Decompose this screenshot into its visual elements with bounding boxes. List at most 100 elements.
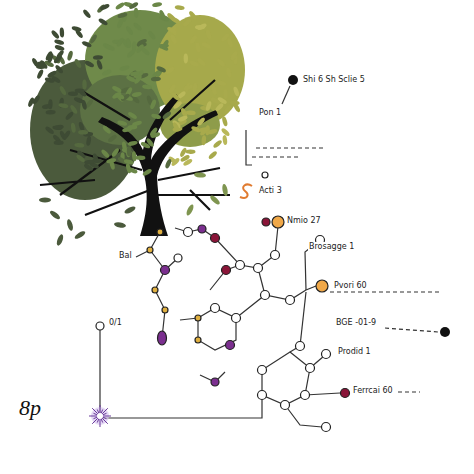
leaf: [158, 9, 166, 20]
leaf: [166, 26, 177, 35]
callout-label: Bal: [118, 251, 133, 261]
leaf: [89, 33, 98, 44]
leaf: [70, 123, 76, 134]
bond: [285, 405, 322, 427]
atom: [258, 366, 267, 375]
atom: [184, 228, 193, 237]
leaf: [74, 142, 84, 147]
ring: [198, 308, 236, 350]
callout-label: BGE -01-9: [335, 318, 377, 328]
atom: [341, 389, 350, 398]
leaf: [81, 99, 88, 110]
tree-canopy: [30, 10, 245, 200]
leaf: [147, 30, 157, 41]
dashed-line: [256, 147, 326, 148]
leaf: [165, 66, 175, 76]
leaf: [230, 100, 240, 105]
leaf: [164, 158, 172, 169]
atom: [211, 378, 219, 386]
leaf: [135, 43, 145, 54]
leaf: [84, 60, 95, 69]
leaf: [194, 172, 206, 178]
leaf: [183, 84, 194, 92]
leaf: [209, 194, 221, 206]
trunk: [98, 94, 218, 236]
leaf: [55, 49, 65, 60]
bond: [175, 226, 278, 268]
leaf: [82, 80, 87, 90]
atom: [306, 364, 315, 373]
leaf: [64, 111, 74, 121]
leaf: [126, 49, 136, 59]
atom: [174, 254, 182, 262]
atom: [301, 391, 310, 400]
leaf: [45, 110, 55, 115]
callout-label: 0/1: [108, 318, 123, 328]
leaf: [127, 167, 138, 175]
atom: [222, 266, 231, 275]
leaf: [111, 85, 122, 93]
bond: [300, 292, 306, 346]
leaf: [189, 60, 200, 68]
atom: [195, 315, 201, 321]
leaf: [195, 42, 202, 53]
bond: [236, 290, 306, 318]
leaf: [151, 113, 162, 120]
leaf: [134, 8, 139, 18]
leaf: [54, 44, 65, 52]
leaf: [189, 34, 198, 45]
burst-core: [97, 413, 103, 419]
leaf: [78, 130, 88, 135]
leaf: [54, 39, 65, 46]
leaf: [101, 69, 112, 77]
atom: [236, 261, 245, 270]
callout-label: Pvori 60: [333, 281, 368, 291]
leaf: [106, 157, 117, 164]
leaf: [131, 91, 142, 97]
leaf: [49, 209, 62, 220]
atoms: [96, 172, 350, 432]
leaf: [54, 64, 64, 74]
atom: [157, 229, 163, 235]
leaf: [119, 65, 130, 72]
atom: [162, 307, 168, 313]
callout-label: Shi 6 Sh Sclie 5: [302, 75, 366, 85]
leaf: [201, 41, 212, 49]
atom: [147, 247, 153, 253]
leaf: [127, 125, 137, 130]
leaf: [180, 154, 191, 163]
leaf: [156, 65, 167, 73]
leaf: [98, 17, 109, 26]
leaf: [161, 39, 170, 50]
leaf: [102, 125, 112, 135]
atom: [158, 331, 167, 345]
leaf: [56, 234, 65, 247]
dashed-line: [398, 391, 420, 392]
leaf: [211, 85, 218, 96]
atom: [262, 218, 270, 226]
leaf: [116, 18, 124, 29]
leaf: [142, 84, 153, 90]
leaf: [210, 97, 221, 106]
leaf: [111, 91, 122, 100]
leaf: [220, 32, 230, 42]
callout-label: Pon 1: [258, 108, 282, 118]
atom: [286, 296, 295, 305]
leaf: [44, 125, 55, 135]
ring: [262, 352, 310, 405]
callout-label: Acti 3: [258, 186, 283, 196]
leaf: [151, 77, 161, 82]
atom: [211, 234, 220, 243]
leaf: [100, 148, 110, 158]
atom: [232, 314, 241, 323]
leaf: [59, 85, 68, 96]
leaf: [168, 83, 177, 94]
leaf: [196, 116, 206, 126]
leaf: [66, 219, 74, 232]
leader-line: [282, 86, 290, 104]
leaf: [99, 3, 110, 11]
atom: [281, 401, 290, 410]
atom: [272, 216, 284, 228]
leaf: [132, 22, 142, 32]
